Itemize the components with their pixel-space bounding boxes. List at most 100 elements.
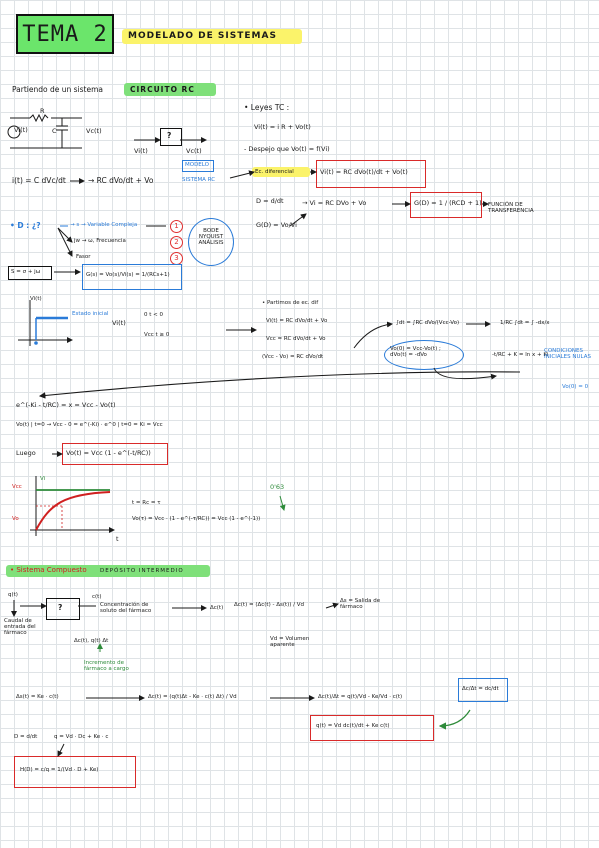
jw-freq: jw → ω, Frecuencia [74, 238, 126, 244]
g-def: G(D) = Vo/Vi [256, 221, 297, 229]
to-ds-arrow [325, 602, 339, 609]
dc-eq: Δc(t) = (q(t)Δt - Ke · c(t) Δt) / Vd [148, 694, 237, 700]
ec-diferencial: Ec. diferencial [255, 169, 294, 175]
system-highlight [124, 83, 216, 96]
c-t: c(t) [92, 594, 102, 600]
block-input: Vi(t) [134, 147, 148, 155]
ds-eq: Δs(t) = Ke · c(t) [16, 694, 59, 700]
circuit-vout-label: Vc(t) [86, 127, 102, 135]
big-return-arrow [38, 371, 521, 399]
system-name: CIRCUITO RC [130, 85, 195, 94]
caudal: Caudal de entrada del fármaco [4, 618, 36, 637]
ec-dif-highlight [252, 167, 310, 177]
int-limits: Vo(0) = Vcc-Vo(t) ; dVo(t) = -dVo [390, 346, 441, 359]
d-question: • D : ¿? [10, 221, 41, 230]
g-s-box [82, 264, 182, 290]
cond-iniciales: CONDICIONES INICIALES NULAS [544, 348, 591, 361]
step-input-plot [18, 300, 73, 346]
vo-tau: Vo(τ) = Vcc · (1 - e^(-τ/RC)) = Vcc (1 -… [132, 516, 261, 522]
bode-circle [188, 218, 234, 266]
law-1: Vi(t) = i R + Vo(t) [254, 123, 311, 131]
vi-piece-1: Vcc t ≥ 0 [144, 332, 170, 338]
q-d: q = Vd · Dc + Ke · c [54, 734, 109, 740]
q-d-to-h-arrow [57, 743, 65, 757]
limit-text: Δc/Δt = dc/dt [462, 686, 499, 692]
plot-vo: Vo [12, 516, 19, 522]
vo-at0: Vo(t) | t=0 → Vcc - 0 = e^(-Ki) · e^0 | … [16, 422, 163, 428]
partimos: • Partimos de ec. dif [262, 300, 319, 306]
delta-in: Δc(t), q(t) Δt [74, 638, 109, 644]
circuit-r-label: R [40, 107, 45, 115]
int-rhs-1: 1/RC ∫dt = ∫ -dx/x [500, 320, 550, 326]
transfer-fn: FUNCIÓN DE TRANSFERENCIA [488, 202, 534, 215]
g-def-arrow [289, 213, 307, 227]
d-def-3: D = d/dt [14, 734, 38, 740]
g-box-text: G(D) = 1 / (RCD + 1) [414, 199, 482, 207]
circuit-vin-label: Vi(t) [14, 126, 28, 134]
fasor-arrow [57, 227, 73, 257]
vd-label: Vd = Volumen aparente [270, 636, 310, 649]
plot-vi: Vi [40, 476, 46, 482]
eq-current: i(t) = C dVc/dt [12, 176, 66, 185]
exp-eq: e^(-Ki - t/RC) = x = Vcc - Vo(t) [16, 401, 116, 409]
circuit-c-label: C [52, 127, 57, 135]
q-box [46, 598, 80, 620]
estado-inicial: Estado inicial [72, 311, 109, 317]
delta-s-label: Δs = Salida de fármaco [340, 598, 381, 611]
eq-box-1-text: Vi(t) = RC dVo(t)/dt + Vo(t) [320, 168, 408, 176]
g-s-text: G(s) = Vo(s)/Vi(s) = 1/(RCs+1) [86, 272, 170, 278]
step-3: (Vcc - Vo) = RC dVo/dt [262, 354, 324, 360]
limit-to-final-arrow [438, 709, 471, 730]
page-title: TEMA 2 [16, 14, 114, 54]
section3-highlight [6, 565, 210, 577]
to-ec-arrow [229, 170, 255, 179]
law-2: - Despejo que Vo(t) = f(Vi) [244, 145, 330, 153]
modelo-tag: MODELO [185, 162, 209, 168]
eq-vi-d: → Vi = RC DVo + Vo [302, 199, 367, 207]
subtitle-highlight [122, 29, 302, 44]
percent-arrow [279, 495, 286, 511]
ratio-eq: Δc(t)/Δt = q(t)/Vd - Ke/Vd · c(t) [318, 694, 403, 700]
q-box-text: ? [58, 603, 63, 612]
luego: Luego [16, 449, 36, 457]
vi-of-t: Vi(t) [112, 319, 126, 327]
intro-text: Partiendo de un sistema [12, 85, 103, 94]
num-2: 2 [170, 236, 183, 249]
percent-063: 0'63 [270, 483, 285, 491]
step-1: Vi(t) = RC dVo/dt + Vo [266, 318, 328, 324]
plot-vcc: Vcc [12, 484, 22, 490]
s-def-box [8, 266, 52, 280]
vo-box-text: Vo(t) = Vcc (1 - e^(-t/RC)) [66, 449, 151, 457]
fasor: Fasor [76, 254, 91, 260]
page-subtitle: MODELADO DE SISTEMAS [128, 31, 277, 41]
tau-def: t = Rc = τ [132, 500, 161, 506]
modelo-box [182, 160, 214, 172]
vi-piece-0: 0 t < 0 [144, 312, 164, 318]
sistema-rc: SISTEMA RC [182, 177, 216, 183]
concentracion: Concentración de soluto del fármaco [100, 602, 152, 615]
eq-rc: → RC dVo/dt + Vo [88, 176, 154, 185]
s-var: → s → Variable Compleja [70, 222, 138, 228]
vo-zero: Vo(0) = 0 [562, 384, 589, 390]
limit-box [458, 678, 508, 702]
section3-subtitle: DEPÓSITO INTERMEDIO [100, 568, 184, 574]
limits-arrow [433, 367, 497, 380]
to-integral-arrow [353, 321, 393, 349]
h-box-text: H(D) = c/q = 1/(Vd · D + Ke) [20, 767, 99, 773]
section3-title: • Sistema Compuesto [10, 566, 87, 574]
s-def: S = σ + jω [11, 269, 41, 275]
int-rhs-2: -t/RC + K = ln x + Ki [492, 352, 549, 358]
bode-text: BODE NYQUIST ANÁLISIS [198, 228, 224, 247]
step-response-plot [30, 476, 115, 536]
incremento: Incremento de fármaco a cargo [84, 660, 129, 673]
step-2: Vcc = RC dVo/dt + Vo [266, 336, 326, 342]
h-box [14, 756, 136, 788]
d-def: D = d/dt [256, 197, 284, 205]
integral: ∫dt = ∫RC dVo/(Vcc-Vo) [396, 320, 460, 326]
vi-axis-label: Vi(t) [30, 296, 42, 302]
block-q: ? [167, 131, 172, 140]
delta-c-eq: Δc(t) = (Δc(t) - Δs(t)) / Vd [234, 602, 305, 608]
final-box [310, 715, 434, 741]
laws-title: • Leyes TC : [244, 103, 290, 112]
